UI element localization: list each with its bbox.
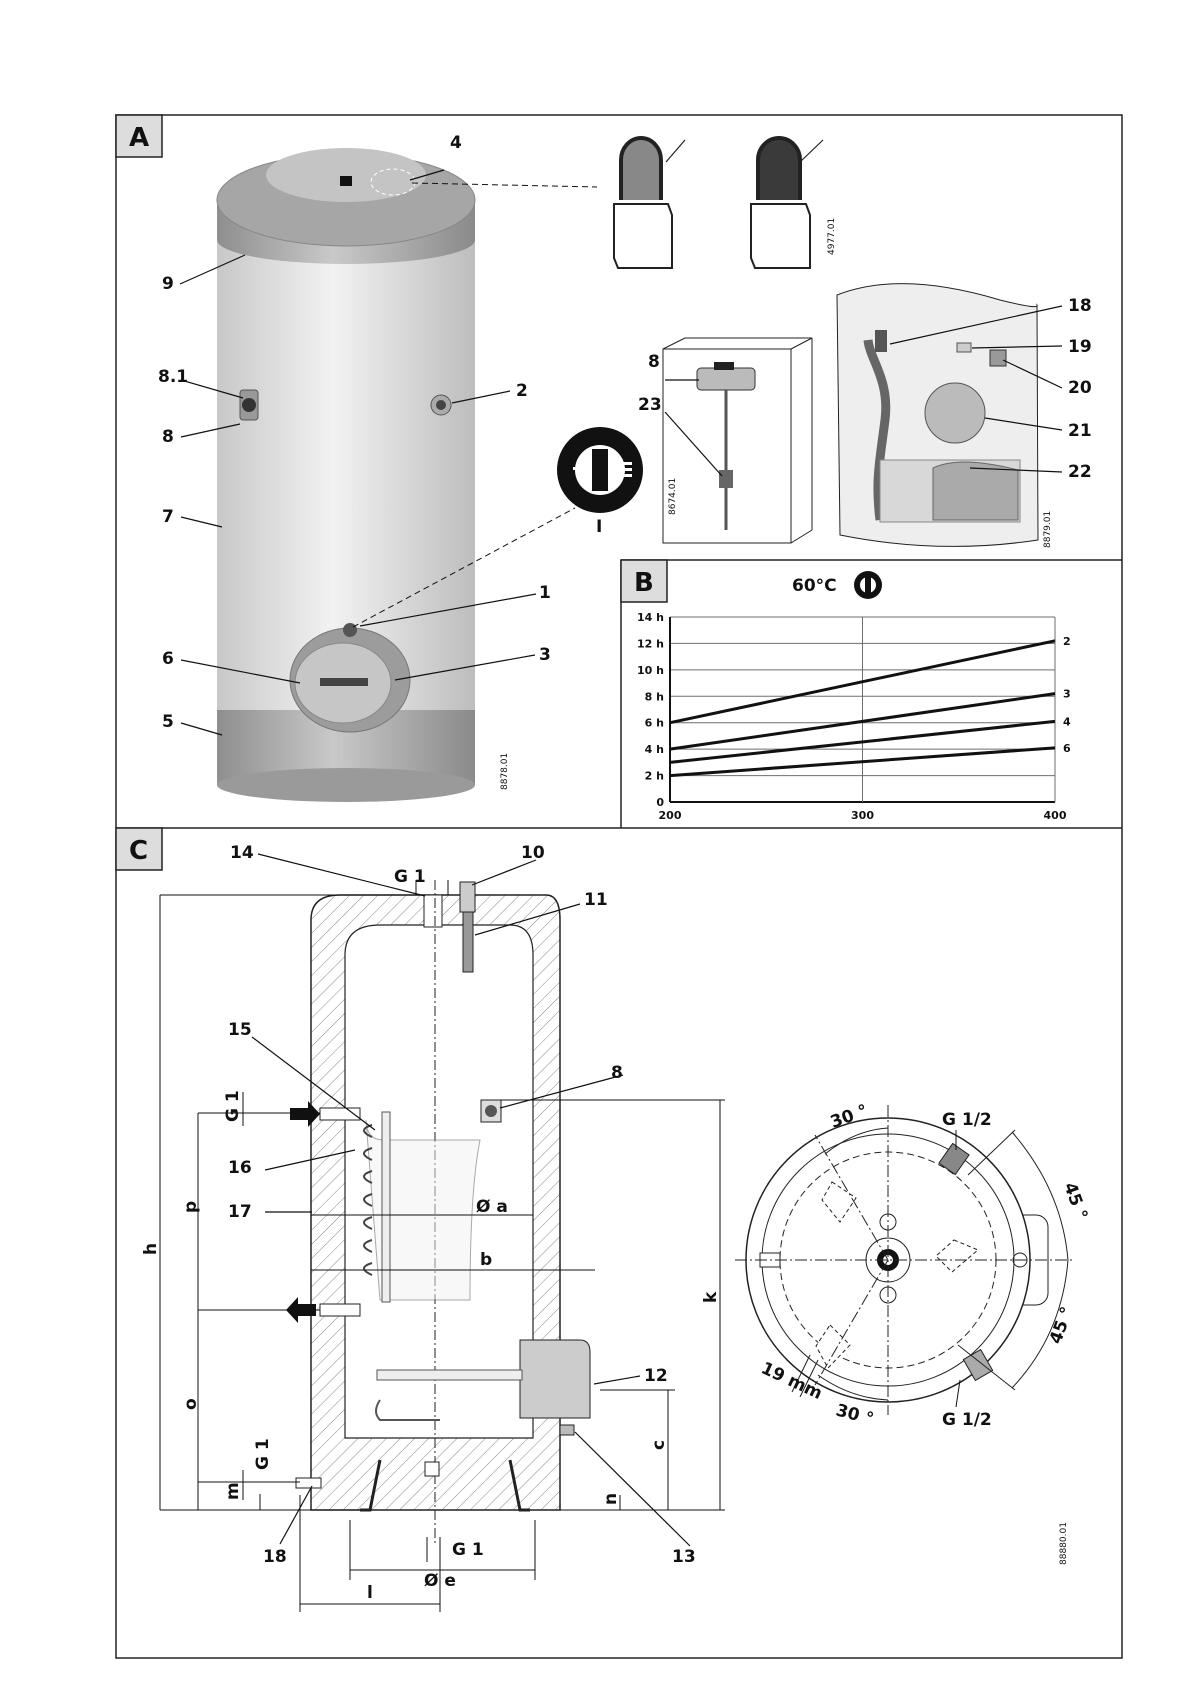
x-tick-label: 400 [1044,809,1067,822]
dim-g1-top: G 1 [394,867,426,887]
callout-14: 14 [230,843,254,863]
chart-title-dial-icon [854,571,882,599]
anode-used-icon [750,136,824,269]
cross-section-drawing [295,880,591,1545]
dim-o: o [181,1398,201,1410]
dim-l: l [367,1583,373,1603]
angle-30-bottom: 30 ° [834,1401,876,1430]
series-line [669,719,1056,764]
temperature-dial-icon [557,427,643,513]
ref-88880: 88880.01 [1059,1522,1069,1565]
callout-6: 6 [162,649,174,669]
dim-c: c [649,1440,669,1450]
panel-a-callouts [179,169,1063,736]
series-label: 3 [1063,688,1071,701]
svg-text:A: A [129,123,149,153]
tank-cutaway-inset [836,283,1039,547]
series-label: 6 [1063,742,1071,755]
callout-8: 8 [162,427,174,447]
callout-3: 3 [539,645,551,665]
angle-45-top: 45 ° [1059,1180,1091,1223]
callout-11: 11 [584,890,608,910]
dim-m: m [223,1482,243,1500]
y-tick-label: 2 h [645,770,664,783]
callout-8-1: 8.1 [158,367,188,387]
callout-18-c: 18 [263,1547,287,1567]
y-tick-label: 12 h [637,637,664,650]
angle-45-bottom: 45 ° [1046,1304,1078,1347]
dial-label: I [596,517,602,537]
callout-22: 22 [1068,462,1092,482]
callout-13: 13 [672,1547,696,1567]
dim-e: Ø e [424,1571,456,1591]
dim-k: k [701,1291,721,1303]
y-tick-label: 14 h [637,611,664,624]
water-heater-illustration [216,148,476,802]
ref-8879: 8879.01 [1043,511,1053,548]
x-tick-label: 300 [851,809,874,822]
callout-16: 16 [228,1158,252,1178]
g12-top: G 1/2 [942,1110,992,1130]
callout-18-inset: 18 [1068,296,1092,316]
dimension-lines [159,880,725,1612]
dim-g1-left1: G 1 [223,1090,243,1122]
panel-c-badge: C [115,827,163,871]
ref-8674: 8674.01 [668,478,678,515]
callout-21: 21 [1068,421,1092,441]
top-view-drawing [735,1105,1075,1415]
chart-title: 60°C [792,576,837,596]
callout-12: 12 [644,1366,668,1386]
x-tick-label: 200 [659,809,682,822]
dial-leader [352,507,576,628]
y-tick-label: 4 h [645,743,664,756]
panel-c-callout-leaders [251,853,691,1547]
y-tick-label: 8 h [645,690,664,703]
callout-8-inset: 8 [648,352,660,372]
callout-10: 10 [521,843,545,863]
callout-19: 19 [1068,337,1092,357]
ref-4977: 4977.01 [827,218,837,255]
callout-8-c: 8 [611,1063,623,1083]
callout-20: 20 [1068,378,1092,398]
series-label: 4 [1063,715,1071,728]
series-line [669,746,1056,778]
callout-15: 15 [228,1020,252,1040]
series-line [669,692,1056,751]
dim-b: b [480,1250,492,1270]
thermostat-inset [662,337,813,544]
series-line [669,639,1056,725]
sensor-leader [411,182,598,188]
inlet-arrow-icon [290,1101,320,1127]
y-tick-label: 0 [656,796,664,809]
callout-2: 2 [516,381,528,401]
panel-b-badge: B [620,559,668,603]
panel-a-badge: A [115,114,163,158]
g12-bottom: G 1/2 [942,1410,992,1430]
heating-time-chart: 0 2 h 4 h 6 h 8 h 10 h 12 h 14 h 200 300 400 2 3 4 6 [637,611,1071,822]
y-tick-label: 10 h [637,664,664,677]
callout-23: 23 [638,395,662,415]
outer-frame [115,114,1123,1659]
callout-5: 5 [162,712,174,732]
y-tick-label: 6 h [645,717,664,730]
callout-7: 7 [162,507,174,527]
dim-a: Ø a [476,1197,508,1217]
dim-g1-bottom: G 1 [452,1540,484,1560]
dim-n: n [601,1493,621,1505]
svg-text:B: B [634,568,654,598]
anode-new-icon [613,136,686,269]
dim-p: p [181,1201,201,1213]
callout-4: 4 [450,133,462,153]
svg-text:C: C [129,836,148,866]
callout-17: 17 [228,1202,252,1222]
series-label: 2 [1063,635,1071,648]
top-view-leaders [955,1130,961,1408]
callout-9: 9 [162,274,174,294]
callout-1: 1 [539,583,551,603]
ref-8878: 8878.01 [500,753,510,790]
dim-h: h [141,1243,161,1255]
dim-g1-left2: G 1 [253,1438,273,1470]
